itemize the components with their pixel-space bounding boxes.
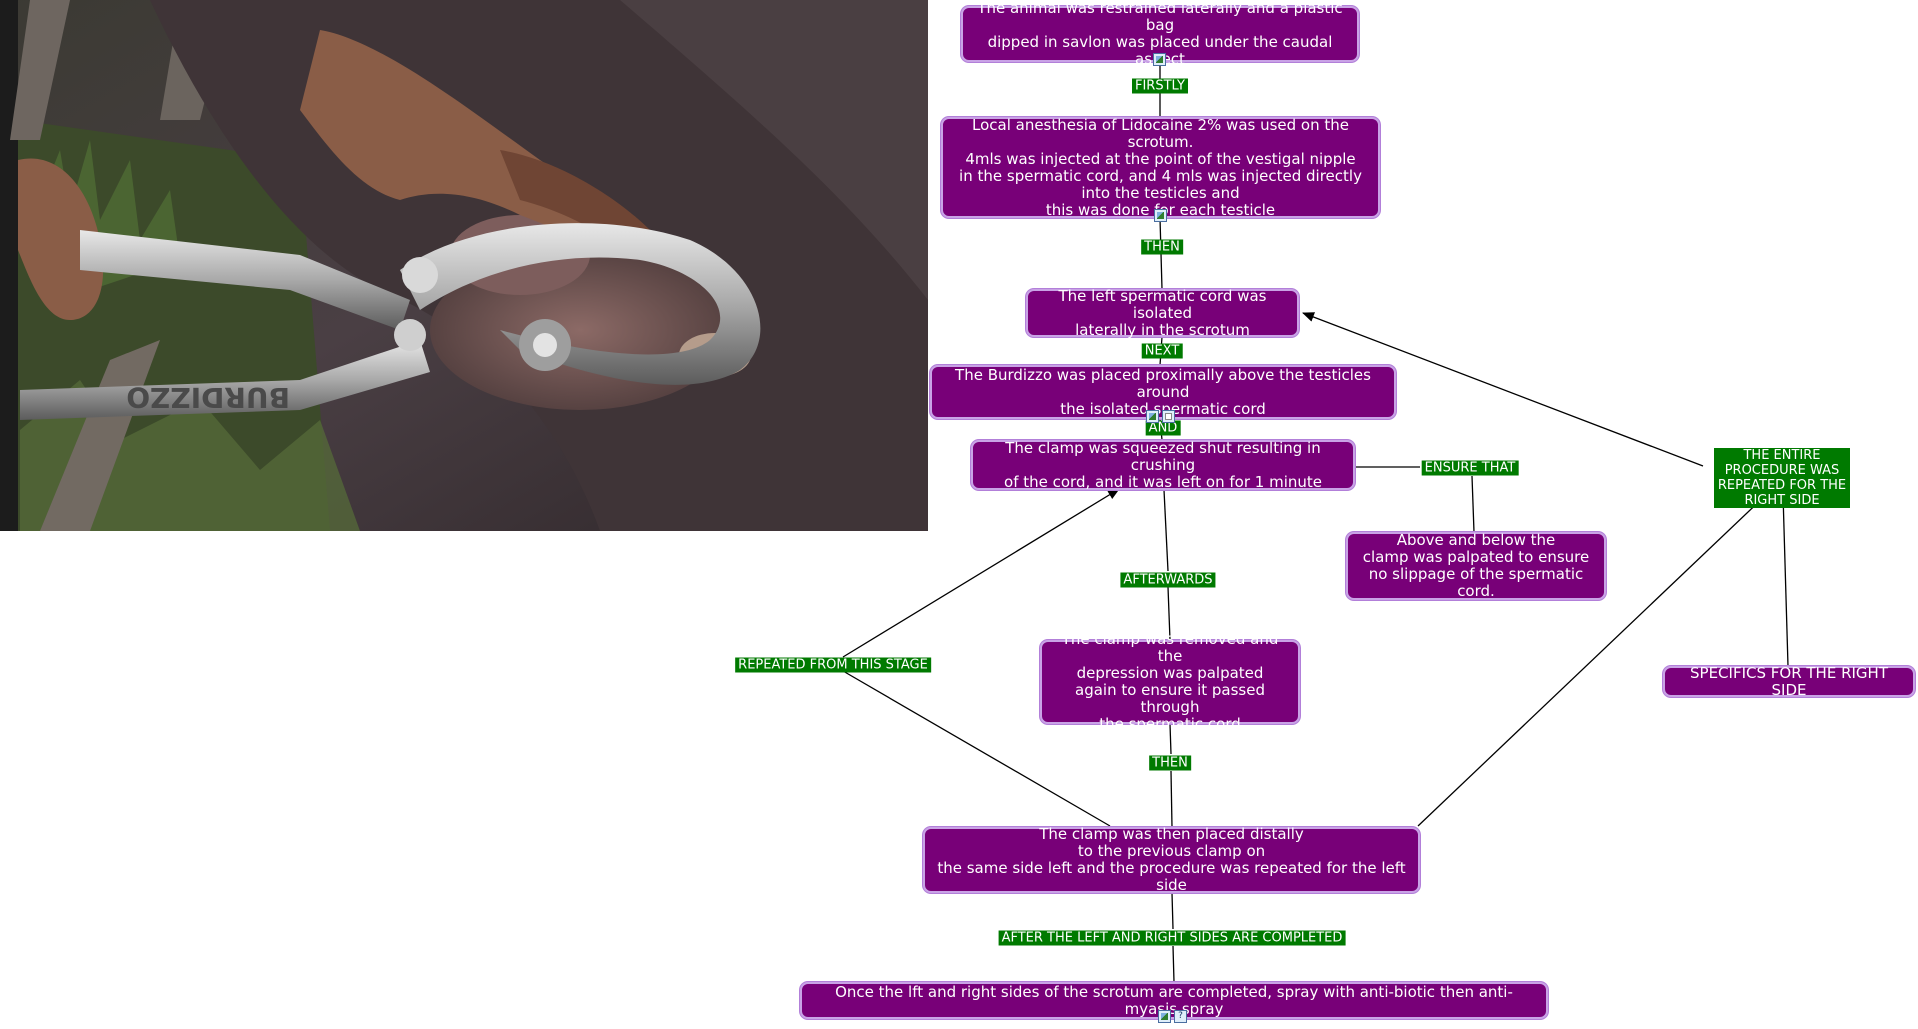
label-next[interactable]: NEXT xyxy=(1141,343,1183,359)
node-clamp-distal[interactable]: The clamp was then placed distally to th… xyxy=(923,825,1420,894)
burdizzo-photo: BURDIZZO xyxy=(0,0,928,531)
image-resource-icon[interactable] xyxy=(1158,1010,1171,1023)
link-after-n10 xyxy=(1172,945,1175,983)
node-palpate-slippage[interactable]: Above and below the clamp was palpated t… xyxy=(1346,532,1606,600)
node-restraint-text: The animal was restrained laterally and … xyxy=(977,0,1343,68)
node-isolate-left-cord-text: The left spermatic cord was isolated lat… xyxy=(1058,286,1267,339)
node-clamp-distal-text: The clamp was then placed distally to th… xyxy=(937,825,1406,894)
node-specifics-right-side[interactable]: SPECIFICS FOR THE RIGHT SIDE xyxy=(1663,663,1915,699)
label-after-left-right[interactable]: AFTER THE LEFT AND RIGHT SIDES ARE COMPL… xyxy=(998,930,1346,946)
link-ensure-n6 xyxy=(1471,475,1475,533)
label-afterwards[interactable]: AFTERWARDS xyxy=(1120,572,1216,588)
node-clamp-removed[interactable]: The clamp was removed and the depression… xyxy=(1040,631,1300,733)
node-isolate-left-cord[interactable]: The left spermatic cord was isolated lat… xyxy=(1026,286,1299,339)
link-n9-after xyxy=(1171,892,1174,930)
link-entire-n8 xyxy=(1782,493,1789,667)
label-and[interactable]: AND xyxy=(1145,420,1181,436)
node-local-anesthesia[interactable]: Local anesthesia of Lidocaine 2% was use… xyxy=(941,115,1380,219)
label-firstly[interactable]: FIRSTLY xyxy=(1132,78,1188,94)
label-entire-procedure[interactable]: THE ENTIRE PROCEDURE WAS REPEATED FOR TH… xyxy=(1714,448,1850,508)
image-resource-icon[interactable] xyxy=(1154,209,1167,222)
burdizzo-photo-drawing: BURDIZZO xyxy=(0,0,928,531)
node-spray-text: Once the lft and right sides of the scro… xyxy=(835,982,1513,1018)
image-resource-icon[interactable] xyxy=(1146,410,1159,423)
label-repeated-from-this-stage[interactable]: REPEATED FROM THIS STAGE xyxy=(735,657,931,673)
image-resource-icon[interactable] xyxy=(1153,53,1166,66)
label-then-1[interactable]: THEN xyxy=(1141,239,1183,255)
node-clamp-squeezed-text: The clamp was squeezed shut resulting in… xyxy=(1004,438,1322,491)
help-resource-icon[interactable] xyxy=(1174,1010,1187,1023)
node-specifics-right-side-text: SPECIFICS FOR THE RIGHT SIDE xyxy=(1690,663,1888,699)
node-palpate-slippage-text: Above and below the clamp was palpated t… xyxy=(1362,531,1590,600)
node-clamp-squeezed[interactable]: The clamp was squeezed shut resulting in… xyxy=(971,438,1355,491)
document-resource-icon[interactable] xyxy=(1162,410,1175,423)
link-then-n9 xyxy=(1170,770,1173,828)
label-ensure-that[interactable]: ENSURE THAT xyxy=(1421,460,1519,476)
link-n5-afterwards xyxy=(1163,489,1169,572)
label-then-2[interactable]: THEN xyxy=(1149,755,1191,771)
tool-engraving: BURDIZZO xyxy=(126,381,290,414)
node-clamp-removed-text: The clamp was removed and the depression… xyxy=(1061,630,1279,733)
node-local-anesthesia-text: Local anesthesia of Lidocaine 2% was use… xyxy=(959,115,1362,219)
